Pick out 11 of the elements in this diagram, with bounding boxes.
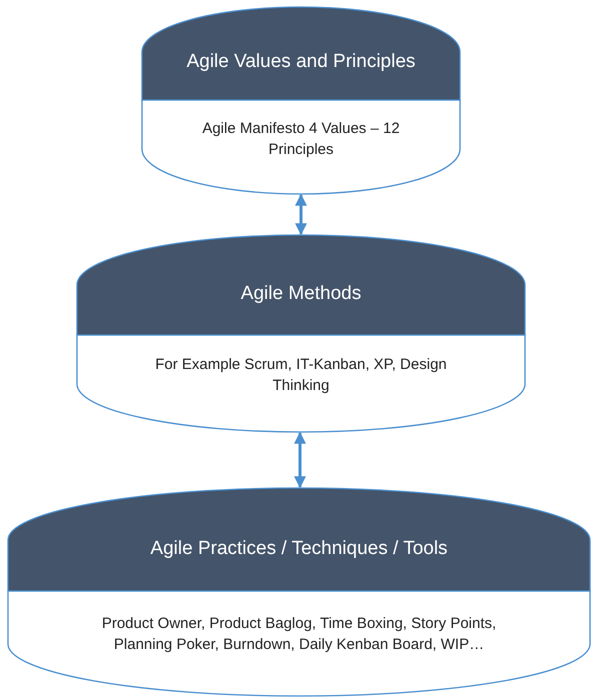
arrow <box>294 432 306 488</box>
cylinder-layer <box>142 7 460 194</box>
cylinder-layer <box>8 488 590 696</box>
layer-description: Product Owner, Product Baglog, Time Boxing, Story Points, Planning Poker, Burndown, Daily Kenban Board, WIP… <box>100 614 498 656</box>
layer-heading: Agile Values and Principles <box>186 50 416 74</box>
layer-description: Agile Manifesto 4 Values – 12 Principles <box>201 119 401 160</box>
layer-heading: Agile Methods <box>240 282 362 306</box>
cylinder-layer <box>77 235 525 432</box>
layer-heading: Agile Practices / Techniques / Tools <box>150 536 448 561</box>
layer-description: For Example Scrum, IT-Kanban, XP, Design Thinking <box>154 355 448 396</box>
arrow <box>295 194 307 236</box>
